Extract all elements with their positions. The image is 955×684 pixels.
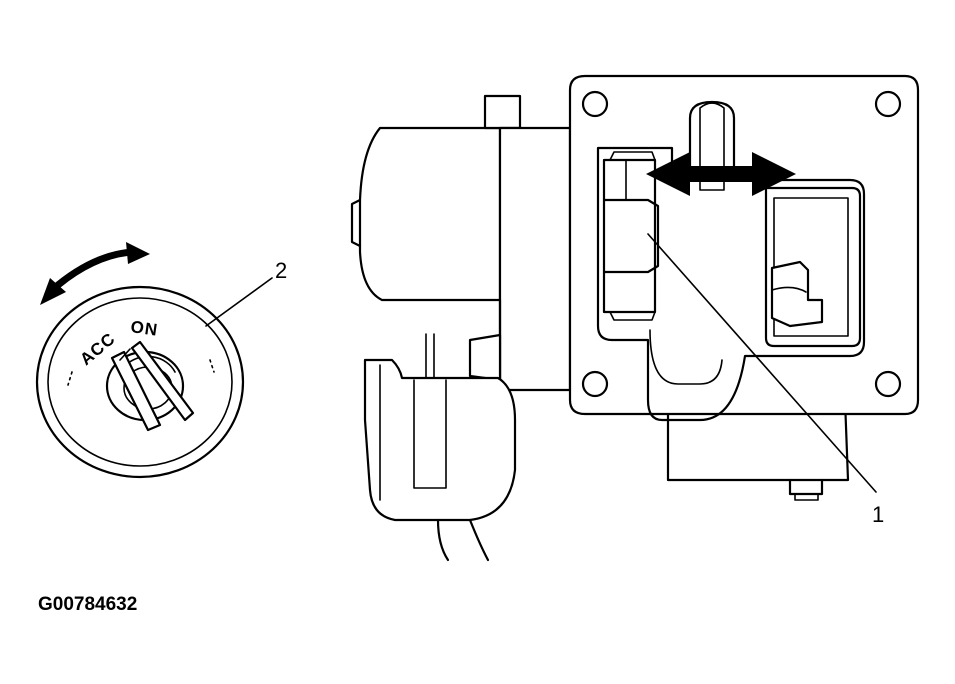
acc-label: ACC bbox=[76, 329, 119, 369]
figure-id: G00784632 bbox=[38, 594, 137, 615]
rotation-arrow-icon bbox=[40, 242, 150, 305]
callout-2: 2 bbox=[205, 258, 287, 327]
slide-direction-arrow-icon bbox=[646, 152, 796, 196]
on-label: ON bbox=[129, 317, 159, 340]
callout-1: 1 bbox=[647, 233, 884, 527]
ignition-switch: ACC ON bbox=[35, 242, 245, 479]
callout-2-label: 2 bbox=[275, 258, 287, 283]
actuator-assembly bbox=[350, 74, 920, 562]
callout-1-label: 1 bbox=[872, 502, 884, 527]
